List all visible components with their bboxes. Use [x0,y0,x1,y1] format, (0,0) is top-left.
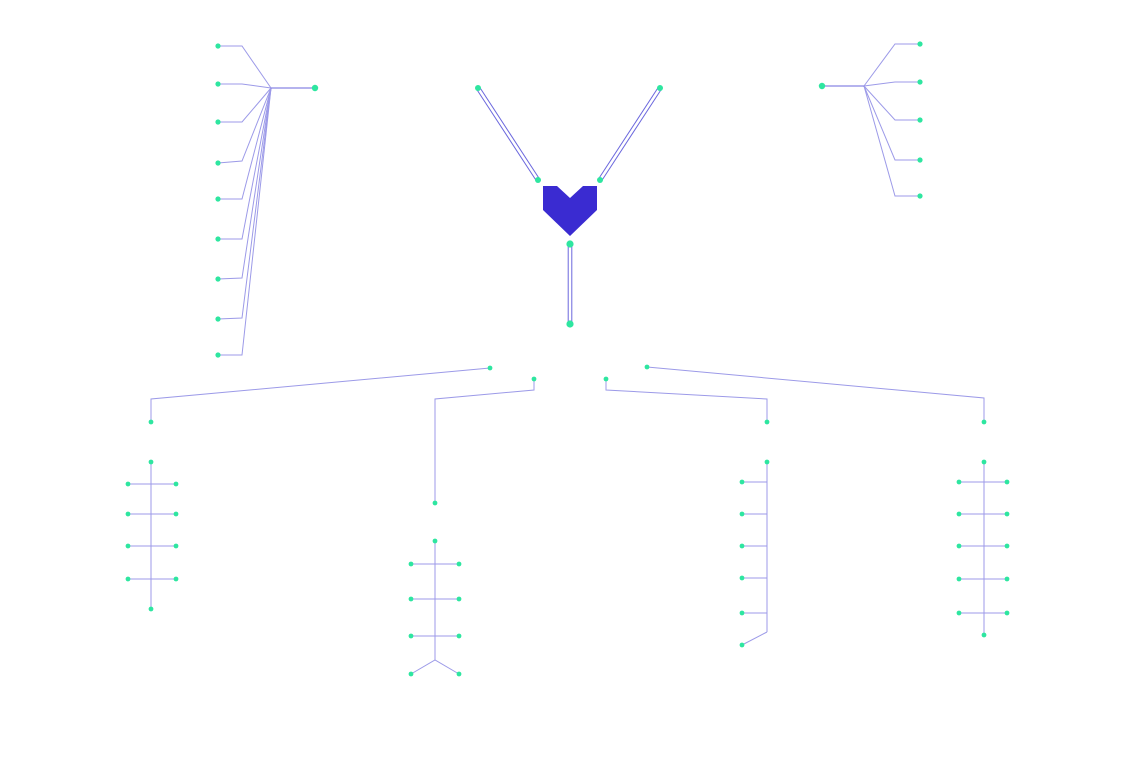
fan-edge [218,87,272,123]
hub-port-node [566,240,574,248]
leaf-node [917,117,923,123]
leaf-node [917,193,923,199]
hub-neighbor-node [566,320,574,328]
tree-end-node [148,606,154,612]
leaf-node [215,81,221,87]
fan-edge [863,85,920,197]
leaf-node [1004,511,1010,517]
tree-root-node [432,538,438,544]
fan-edge [863,85,920,161]
leaf-node [956,543,962,549]
fan-edge [863,85,920,121]
leaf-node [215,160,221,166]
leaf-node [1004,610,1010,616]
leaf-node [739,642,745,648]
fan-edge [217,87,272,320]
hub-port-node [535,177,541,183]
leaf-node [917,157,923,163]
leaf-node [125,543,131,549]
fan-edge [863,43,920,87]
leaf-node [917,79,923,85]
leaf-node [1004,576,1010,582]
leaf-node [173,481,179,487]
leaf-node [739,511,745,517]
fan-root-node [818,82,826,90]
tree-root-node [981,459,987,465]
leaf-node [1004,543,1010,549]
leaf-node [456,633,462,639]
leaf-node [456,596,462,602]
leaf-node [739,610,745,616]
leaf-node [917,41,923,47]
tree-end-node [981,632,987,638]
leaf-node [956,576,962,582]
connector-edge [434,379,535,503]
hub-link-edge [598,86,659,180]
leaf-node [125,576,131,582]
leaf-node [739,479,745,485]
leaf-node [408,633,414,639]
fan-edge [218,45,272,89]
hub-neighbor-node [475,85,481,91]
fan-edge [218,87,272,240]
fan-edge [218,87,272,356]
tree-branch-edge [410,659,460,675]
connector-edge [646,366,985,422]
leaf-node [215,196,221,202]
leaf-node [125,511,131,517]
hub-link-edge [601,88,662,182]
leaf-node [408,671,414,677]
leaf-node [215,352,221,358]
leaf-node [173,511,179,517]
connector-node [148,419,154,425]
connector-node [531,376,537,382]
tree-branch-edge [741,631,768,646]
connector-node [644,364,650,370]
leaf-node [215,43,221,49]
connector-node [764,419,770,425]
leaf-node [125,481,131,487]
fan-edge [218,87,272,200]
leaf-node [456,561,462,567]
connector-node [487,365,493,371]
connector-node [981,419,987,425]
connector-node [432,500,438,506]
heart-icon [543,186,597,236]
leaf-node [173,543,179,549]
fan-edge [217,87,272,164]
tree-root-node [764,459,770,465]
leaf-node [956,511,962,517]
leaf-node [956,479,962,485]
fan-edge [218,83,272,89]
leaf-node [408,596,414,602]
leaf-node [408,561,414,567]
leaf-node [215,276,221,282]
tree-root-node [148,459,154,465]
hub-link-edge [479,86,540,180]
hub-port-node [597,177,603,183]
leaf-node [173,576,179,582]
leaf-node [739,543,745,549]
hub-neighbor-node [657,85,663,91]
fan-root-node [311,84,319,92]
leaf-node [215,316,221,322]
fan-edge [863,81,920,87]
leaf-node [739,575,745,581]
connector-edge [150,367,491,422]
connector-node [603,376,609,382]
fan-edge [217,87,272,280]
leaf-node [456,671,462,677]
connector-edge [605,379,768,422]
leaf-node [215,236,221,242]
hub-link-edge [476,88,537,182]
leaf-node [215,119,221,125]
leaf-node [956,610,962,616]
leaf-node [1004,479,1010,485]
